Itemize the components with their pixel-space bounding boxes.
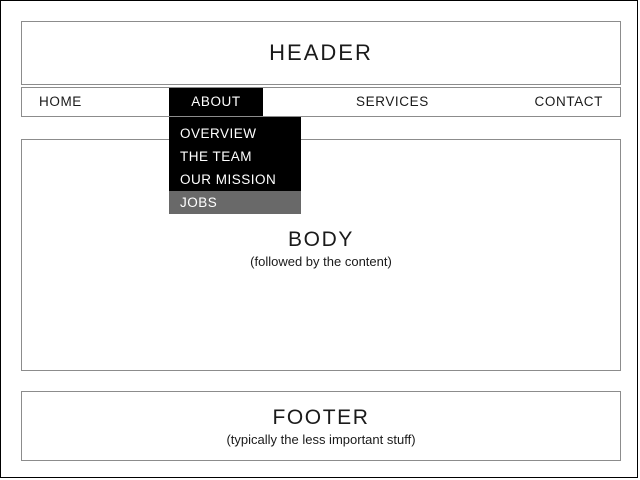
footer-section: FOOTER (typically the less important stu… <box>21 391 621 461</box>
footer-subtitle: (typically the less important stuff) <box>226 432 416 448</box>
about-dropdown-menu: OVERVIEW THE TEAM OUR MISSION JOBS <box>169 117 301 214</box>
nav-item-services[interactable]: SERVICES <box>356 94 429 109</box>
body-section: BODY (followed by the content) <box>21 139 621 371</box>
dropdown-item-our-mission[interactable]: OUR MISSION <box>169 168 301 191</box>
nav-item-contact[interactable]: CONTACT <box>534 94 603 109</box>
navigation-bar: HOME ABOUT SERVICES CONTACT <box>21 87 621 117</box>
body-subtitle: (followed by the content) <box>250 254 392 270</box>
dropdown-item-overview[interactable]: OVERVIEW <box>169 122 301 145</box>
footer-title: FOOTER <box>272 406 370 429</box>
dropdown-item-jobs[interactable]: JOBS <box>169 191 301 214</box>
dropdown-item-the-team[interactable]: THE TEAM <box>169 145 301 168</box>
header-title: HEADER <box>269 40 373 65</box>
footer-text-group: FOOTER (typically the less important stu… <box>22 406 620 447</box>
body-text-group: BODY (followed by the content) <box>22 228 620 269</box>
header-section: HEADER <box>21 21 621 85</box>
body-title: BODY <box>288 228 354 251</box>
nav-item-home[interactable]: HOME <box>39 94 82 109</box>
nav-item-about[interactable]: ABOUT <box>169 88 263 116</box>
